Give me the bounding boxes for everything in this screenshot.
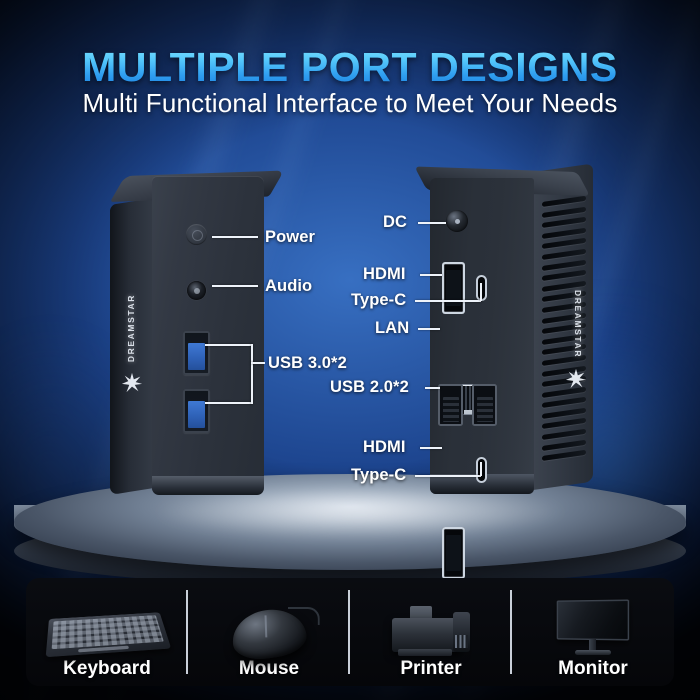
accessory-monitor[interactable]: Monitor <box>512 578 674 686</box>
callout-line-typec-bottom <box>415 475 481 477</box>
callout-line-power <box>212 236 258 238</box>
usb-3-port-top[interactable] <box>183 331 210 375</box>
callout-label-usb2: USB 2.0*2 <box>330 378 409 396</box>
callout-line-usb2 <box>425 387 440 389</box>
starburst-icon <box>121 372 143 393</box>
dc-jack[interactable] <box>446 210 468 232</box>
accessory-divider <box>186 590 188 674</box>
accessory-mouse[interactable]: Mouse <box>188 578 350 686</box>
callout-line-typec-top <box>415 300 481 302</box>
mini-pc-left: DREAMSTAR <box>110 170 285 501</box>
callout-label-dc: DC <box>383 213 408 231</box>
callout-line-usb3-bottom <box>205 402 252 404</box>
callout-elbow-typec-top <box>480 283 482 301</box>
brand-logo-text-left: DREAMSTAR <box>126 294 136 363</box>
callout-elbow-typec-bottom <box>480 462 482 476</box>
callout-line-hdmi-bottom <box>420 447 442 449</box>
callout-line-audio <box>212 285 258 287</box>
callout-bracket-usb3 <box>251 344 253 404</box>
callout-label-typec-top: Type-C <box>351 291 407 309</box>
callout-line-lan <box>418 328 440 330</box>
power-button[interactable] <box>186 224 207 245</box>
callout-line-usb3-stem <box>251 362 265 364</box>
hdmi-port-bottom[interactable] <box>442 527 465 579</box>
keyboard-icon <box>45 594 172 658</box>
device-right-bottom-bevel <box>430 474 534 494</box>
hdmi-port-top[interactable] <box>442 262 465 314</box>
callout-label-hdmi-bottom: HDMI <box>363 438 406 456</box>
audio-jack[interactable] <box>187 281 206 300</box>
callout-label-power: Power <box>265 228 316 246</box>
accessory-keyboard[interactable]: Keyboard <box>26 578 188 686</box>
usb-2-port-left[interactable] <box>438 384 463 426</box>
accessory-divider <box>510 590 512 674</box>
callout-label-typec-bottom: Type-C <box>351 466 407 484</box>
brand-logo-text-right: DREAMSTAR <box>573 290 583 359</box>
device-right-rear-face <box>430 178 534 494</box>
accessory-bar: Keyboard Mouse Printer <box>26 578 674 686</box>
callout-label-hdmi-top: HDMI <box>363 265 406 283</box>
accessory-divider <box>348 590 350 674</box>
mouse-icon <box>229 594 320 663</box>
page-title: MULTIPLE PORT DESIGNS <box>0 44 700 91</box>
monitor-icon <box>553 594 633 658</box>
callout-label-usb3: USB 3.0*2 <box>268 354 347 372</box>
accessory-label-keyboard: Keyboard <box>63 658 151 679</box>
device-left-bottom-bevel <box>152 476 264 495</box>
mini-pc-right: DREAMSTAR <box>414 163 600 579</box>
starburst-icon <box>565 368 587 389</box>
accessory-printer[interactable]: Printer <box>350 578 512 686</box>
page-subtitle: Multi Functional Interface to Meet Your … <box>82 88 618 118</box>
accessory-label-printer: Printer <box>400 658 462 679</box>
callout-line-usb3-top <box>205 344 252 346</box>
callout-label-lan: LAN <box>375 319 410 337</box>
printer-icon <box>392 594 470 658</box>
accessory-label-mouse: Mouse <box>238 658 300 679</box>
usb-2-port-right[interactable] <box>472 384 497 426</box>
callout-line-hdmi-top <box>420 274 442 276</box>
callout-line-dc <box>418 222 446 224</box>
callout-label-audio: Audio <box>265 277 313 295</box>
usb-3-port-bottom[interactable] <box>183 389 210 433</box>
accessory-label-monitor: Monitor <box>558 658 628 679</box>
